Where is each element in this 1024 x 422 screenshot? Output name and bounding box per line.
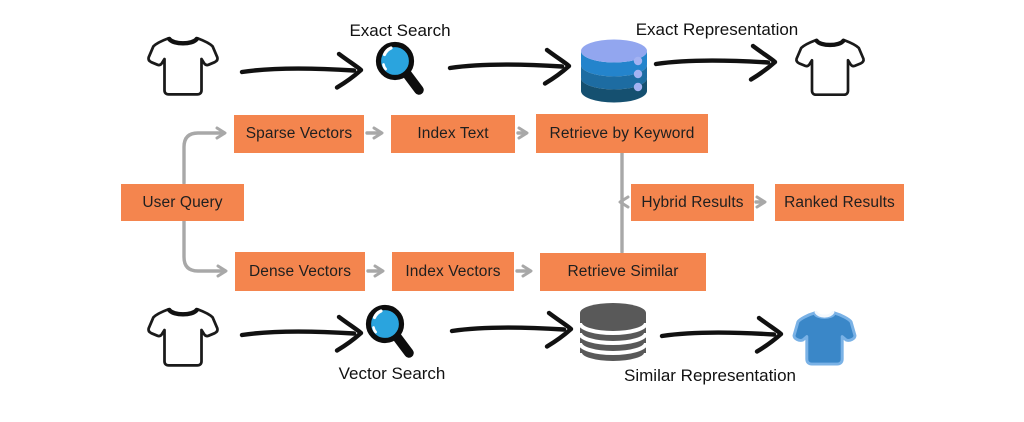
arrow-top-2 <box>450 50 569 84</box>
database-gray-icon <box>578 303 648 365</box>
tshirt-outline-icon <box>795 38 865 97</box>
collar <box>814 310 835 318</box>
arrow-top-1 <box>242 54 361 88</box>
arrow-bottom-2 <box>452 313 571 347</box>
edge-userquery-dense <box>182 219 228 278</box>
edge-userquery-sparse <box>182 126 227 185</box>
node-ranked-results: Ranked Results <box>775 184 904 221</box>
database-blue-icon <box>581 39 647 103</box>
exact-representation-label: Exact Representation <box>635 20 799 39</box>
exact-search-label: Exact Search <box>349 21 451 40</box>
magnifier-icon <box>365 304 414 358</box>
node-user-query: User Query <box>121 184 244 221</box>
node-sparse-vectors: Sparse Vectors <box>234 115 364 153</box>
node-dense-vectors: Dense Vectors <box>235 252 365 291</box>
magnifier-icon <box>375 41 424 95</box>
node-retrieve-by-keyword: Retrieve by Keyword <box>536 114 708 153</box>
node-index-vectors: Index Vectors <box>392 252 514 291</box>
node-hybrid-results: Hybrid Results <box>631 184 754 221</box>
arrow-bottom-3 <box>662 318 781 352</box>
arrow-top-3 <box>656 46 775 80</box>
tshirt-outline-icon <box>147 307 219 367</box>
vector-search-label: Vector Search <box>338 364 446 383</box>
node-retrieve-similar: Retrieve Similar <box>540 253 706 291</box>
tshirt-outline-icon <box>147 36 219 96</box>
arrow-bottom-1 <box>242 317 361 351</box>
tshirt-blue-icon <box>792 310 857 366</box>
similar-representation-label: Similar Representation <box>624 366 796 385</box>
collar <box>814 38 846 48</box>
node-index-text: Index Text <box>391 115 515 153</box>
collar <box>167 36 199 46</box>
collar <box>167 307 199 317</box>
